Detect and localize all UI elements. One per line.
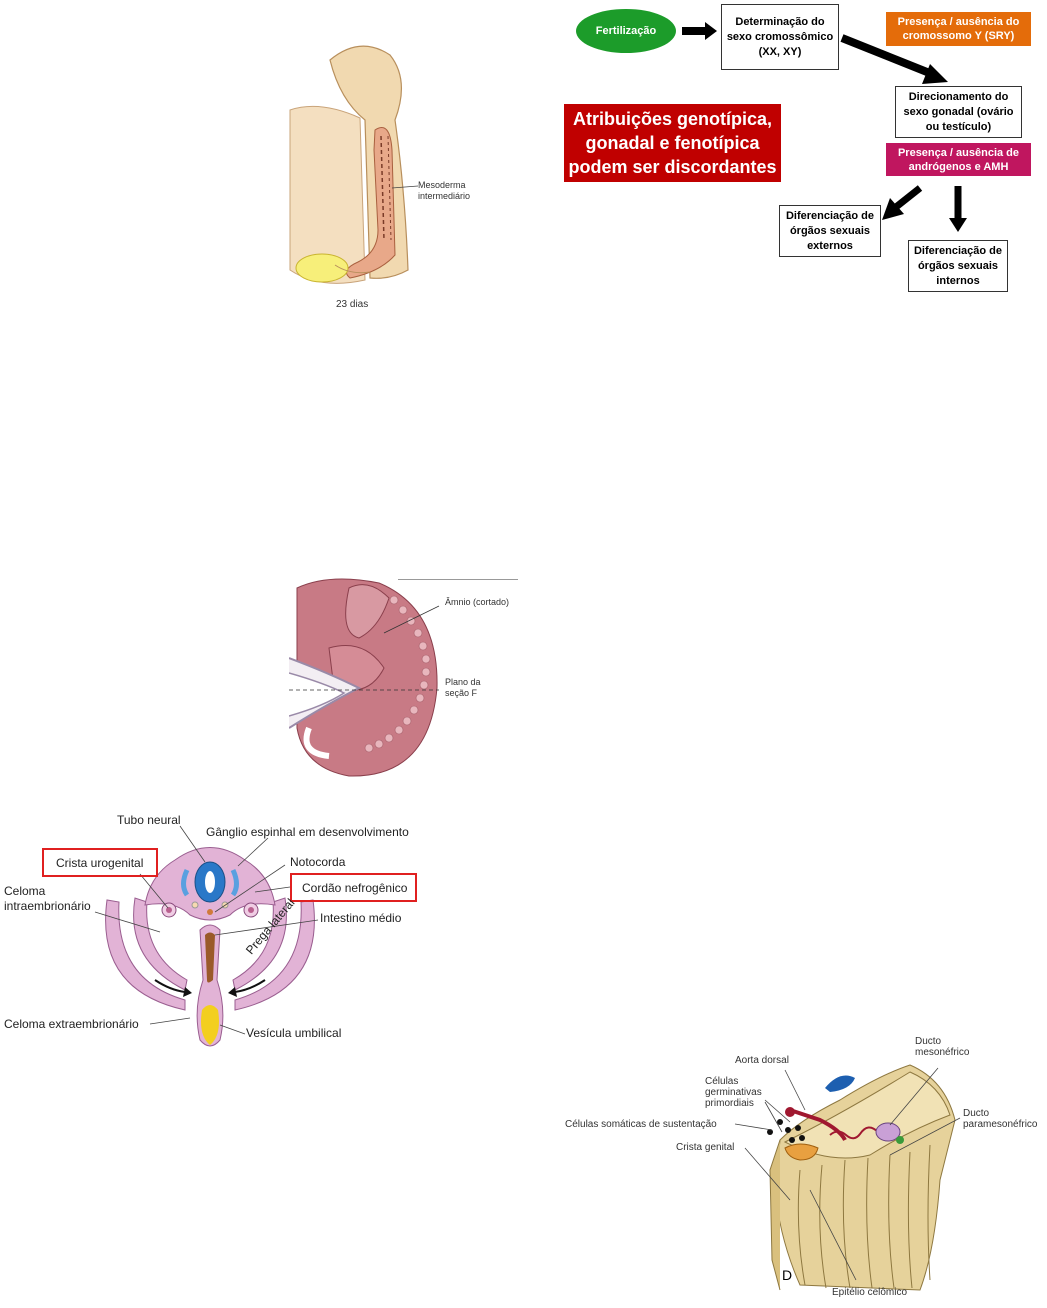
yolk-sac-label: Vesícula umbilical: [246, 1026, 342, 1040]
discordance-callout: Atribuições genotípica, gonadal e fenotí…: [564, 104, 781, 182]
internal-organs-node: Diferenciação de órgãos sexuais internos: [908, 240, 1008, 292]
top-rule: [398, 579, 518, 580]
embryo-23-days-illustration: [289, 45, 419, 284]
mesoderm-label: Mesoderma intermediário: [418, 180, 471, 201]
fertilization-node: Fertilização: [576, 9, 676, 53]
flowchart-arrows: [682, 22, 967, 232]
cross-section-leaders: [94, 825, 319, 1035]
urogenital-ridge-label: Crista urogenital: [56, 856, 144, 870]
mesonephric-duct-label: Ducto mesonéfrico: [915, 1036, 970, 1058]
section-plane-label: Plano da seção F: [445, 677, 481, 698]
coelomic-epithelium-label: Epitélio celômico: [832, 1287, 908, 1298]
genital-ridge-leaders: [734, 1067, 961, 1281]
midgut-label: Intestino médio: [320, 911, 402, 925]
days-caption: 23 dias: [336, 299, 369, 310]
genital-ridge-label: Crista genital: [676, 1142, 735, 1153]
embryo-cross-section: [105, 847, 315, 1047]
figure-letter-d: D: [782, 1267, 793, 1283]
nephrogenic-cord-label: Cordão nefrogênico: [302, 881, 408, 895]
gonadal-sex-node: Direcionamento do sexo gonadal (ovário o…: [895, 86, 1022, 138]
intraembryonic-coelom-label: Celoma intraembrionário: [4, 884, 91, 913]
dorsal-aorta-label: Aorta dorsal: [735, 1055, 789, 1066]
genital-ridge-illustration: [767, 1064, 956, 1291]
nephrogenic-cord-highlight: [290, 873, 417, 902]
external-organs-node: Diferenciação de órgãos sexuais externos: [779, 205, 881, 257]
extraembryonic-coelom-label: Celoma extraembrionário: [4, 1017, 139, 1031]
somatic-cells-label: Células somáticas de sustentação: [565, 1119, 717, 1130]
chromosomal-sex-node: Determinação do sexo cromossômico (XX, X…: [721, 4, 839, 70]
ganglion-label: Gânglio espinhal em desenvolvimento: [206, 825, 409, 839]
paramesonephric-duct-label: Ducto paramesonéfrico: [963, 1108, 1038, 1130]
urogenital-ridge-highlight: [42, 848, 158, 877]
amnion-label: Âmnio (cortado): [445, 597, 510, 607]
y-chromosome-node: Presença / ausência do cromossomo Y (SRY…: [886, 12, 1031, 46]
germ-cells-label: Células germinativas primordiais: [705, 1076, 762, 1109]
androgens-node: Presença / ausência de andrógenos e AMH: [886, 143, 1031, 176]
embryo-amnion-illustration: [289, 578, 440, 777]
notochord-label: Notocorda: [290, 855, 346, 869]
neural-tube-label: Tubo neural: [117, 813, 181, 827]
